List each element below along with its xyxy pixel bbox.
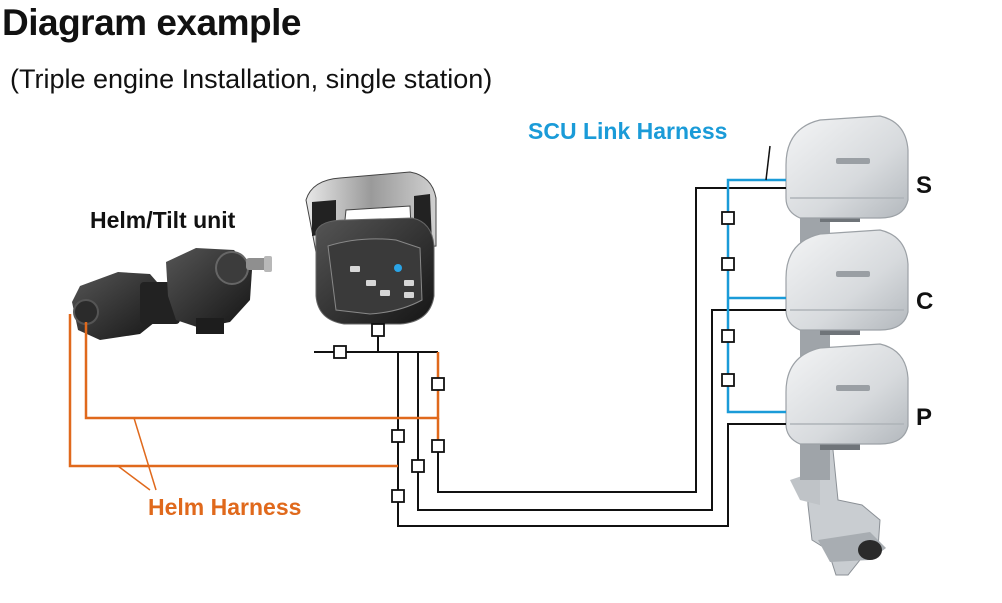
helm-harness-label: Helm Harness: [148, 494, 302, 520]
engine-position-s: S: [916, 172, 933, 199]
connectors: [333, 211, 735, 503]
scu-link-harness-label: SCU Link Harness: [528, 118, 728, 144]
outboard-engines: [785, 115, 909, 576]
helm-harness-wiring: [68, 314, 440, 491]
page-subtitle: (Triple engine Installation, single stat…: [10, 64, 493, 94]
page-title: Diagram example: [2, 2, 301, 43]
remote-control-box-image: [305, 171, 437, 325]
engine-position-c: C: [916, 288, 934, 315]
engine-p: [785, 343, 909, 445]
engine-c: [785, 229, 909, 331]
helm-tilt-unit-image: [72, 248, 272, 340]
helm-tilt-unit-label: Helm/Tilt unit: [90, 207, 236, 233]
engine-s: [785, 115, 909, 219]
engine-position-p: P: [916, 404, 933, 431]
scu-link-wiring: [726, 145, 786, 414]
